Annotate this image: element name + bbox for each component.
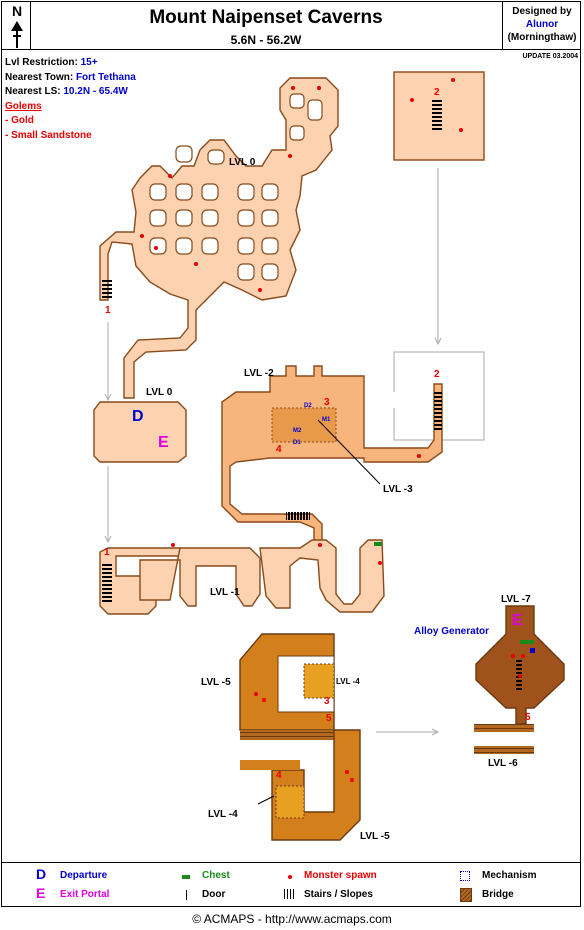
waypoint-marker: 1 (105, 305, 111, 316)
level-2-area (221, 365, 443, 549)
mob-item: - Small Sandstone (5, 129, 92, 141)
connector-lines (104, 168, 485, 736)
stairs-icon (284, 889, 294, 899)
stairs-icon (286, 512, 310, 520)
update-date: UPDATE 03.2004 (522, 53, 578, 60)
mechanism-marker: D2 (304, 403, 312, 409)
legend-exit: Exit Portal (60, 889, 110, 900)
ls-label: Nearest LS: (5, 86, 61, 97)
legend-chest: Chest (202, 870, 230, 881)
legend-exit-symbol: E (36, 885, 46, 901)
legend-departure: Departure (60, 870, 108, 881)
monster-spawn-markers (140, 78, 525, 782)
stairs-icon (434, 392, 442, 432)
level-label: LVL -7 (501, 594, 531, 605)
level-label: LVL 0 (146, 387, 173, 398)
waypoint-marker: 3 (324, 696, 330, 707)
town-value: Fort Tethana (75, 71, 136, 83)
door-icon (186, 890, 187, 900)
waypoint-marker: 2 (434, 87, 440, 98)
level-label: LVL -5 (360, 831, 390, 842)
header-divider (1, 49, 581, 50)
stairs-icon (432, 100, 442, 130)
author-name: Alunor (525, 19, 559, 30)
waypoint-marker: 2 (434, 369, 440, 380)
legend-bridge: Bridge (482, 889, 514, 900)
mechanism-marker: D1 (293, 440, 301, 446)
mechanism-marker: M2 (293, 428, 302, 434)
designer-credit: Designed by Alunor (Morningthaw) (503, 5, 581, 44)
level-0-pillars (149, 93, 323, 281)
departure-room (93, 401, 187, 463)
level-label: LVL -4 (336, 677, 360, 686)
level-label: LVL -5 (201, 677, 231, 688)
chest-icon (182, 875, 190, 879)
map-frame (1, 1, 581, 907)
waypoint-marker: 3 (324, 397, 330, 408)
chest-icon (374, 542, 382, 546)
waypoint-marker: 5 (326, 713, 332, 724)
legend-monster: Monster spawn (304, 870, 377, 881)
mechanism-marker: M1 (322, 417, 331, 423)
legend-divider (1, 862, 581, 863)
level-3-inner (271, 407, 337, 443)
level-label: LVL -1 (210, 587, 240, 598)
stairs-icon (102, 278, 112, 300)
level-1-cave-b (139, 547, 261, 607)
dungeon-info: Lvl Restriction: 15+ Nearest Town: Fort … (5, 56, 136, 143)
waypoint-marker: 1 (104, 547, 110, 558)
header-divider-left (30, 1, 31, 49)
town-label: Nearest Town: (5, 71, 74, 83)
mechanism-icon (460, 871, 470, 881)
level-label: LVL -4 (208, 809, 238, 820)
copyright: © ACMAPS - http://www.acmaps.com (192, 912, 392, 926)
departure-marker: D (132, 408, 144, 425)
level-0-cave (99, 77, 339, 399)
level-label: LVL -3 (383, 484, 413, 495)
legend-departure-symbol: D (36, 866, 47, 882)
exit-portal-marker: E (158, 434, 169, 451)
legend-stairs: Stairs / Slopes (304, 889, 373, 900)
waypoint-marker: 5 (525, 712, 531, 723)
level-label: LVL 0 (229, 157, 256, 168)
legend-mechanism: Mechanism (482, 870, 537, 881)
restriction-value: 15+ (80, 57, 98, 68)
waypoint-marker: 4 (276, 770, 282, 781)
level-1-cave-c (259, 539, 385, 613)
mobs-title: Golems (5, 100, 42, 112)
compass-icon: N (7, 3, 27, 48)
level-label: LVL -2 (244, 368, 274, 379)
restriction-label: Lvl Restriction: (5, 57, 78, 68)
monster-spawn-icon (288, 875, 292, 879)
ls-value: 10.2N - 65.4W (63, 86, 128, 97)
legend-door: Door (202, 889, 226, 900)
page-title: Mount Naipenset Caverns (149, 7, 383, 28)
header-divider-right (502, 1, 503, 49)
waypoint-marker: 4 (276, 444, 282, 455)
author-server: (Morningthaw) (507, 32, 577, 43)
alloy-generator-label: Alloy Generator (414, 626, 490, 637)
stairs-icon (102, 562, 112, 602)
map-coordinates: 5.6N - 56.2W (230, 33, 302, 47)
bridge-icon (460, 888, 472, 902)
designed-by-label: Designed by (512, 6, 572, 17)
level-5-structure (239, 633, 361, 841)
exit-portal-marker: E (512, 612, 523, 629)
compass-label: N (11, 3, 23, 19)
mob-item: - Gold (5, 115, 34, 126)
pointer-line (317, 419, 381, 485)
level-label: LVL -6 (488, 758, 518, 769)
